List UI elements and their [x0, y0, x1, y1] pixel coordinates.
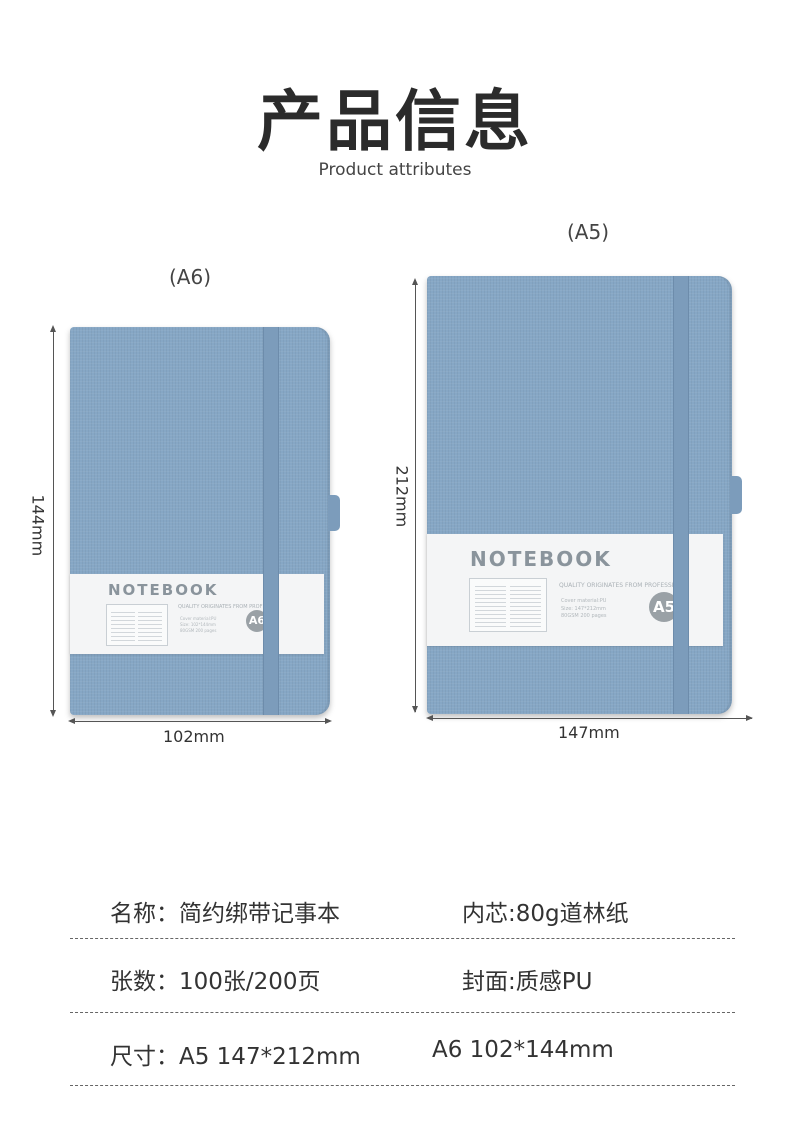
spec-inner-paper: 内芯:80g道林纸 — [462, 901, 629, 927]
a5-cover-meta-material: Cover material:PU — [561, 598, 607, 604]
a5-ruled-page-icon — [469, 578, 547, 632]
a5-cover-subtitle: QUALITY ORIGINATES FROM PROFESSI — [559, 582, 674, 589]
a6-height-arrow-up — [50, 325, 56, 332]
a5-width-arrow-right — [746, 715, 753, 721]
spec-cover-material: 封面:质感PU — [462, 969, 593, 995]
page-title: 产品信息 — [257, 83, 533, 160]
a5-notebook: NOTEBOOK QUALITY ORIGINATES FROM PROFESS… — [427, 276, 742, 714]
a5-width-dimension-line — [428, 718, 752, 719]
a6-cover-meta-pages: 80GSM 200 pages — [180, 628, 217, 633]
a5-size-label: (A5) — [566, 220, 609, 244]
a6-notebook: NOTEBOOK QUALITY ORIGINATES FROM PROFESS… — [70, 327, 340, 715]
spec-divider-2 — [70, 1012, 735, 1013]
spec-name: 名称：简约绑带记事本 — [110, 901, 340, 927]
a5-cover-meta-size: Size: 147*212mm — [561, 605, 606, 612]
a6-width-arrow-right — [325, 718, 332, 724]
a6-width-dimension-line — [70, 721, 330, 722]
a5-height-arrow-up — [412, 278, 418, 285]
a6-elastic-strap — [263, 327, 279, 715]
a6-cover-meta-size: Size: 102*144mm — [180, 622, 216, 627]
spec-size-a6: A6 102*144mm — [432, 1037, 614, 1063]
a6-size-badge: A6 — [246, 610, 268, 632]
a5-cover-meta-pages: 80GSM 200 pages — [561, 613, 607, 619]
a6-cover-subtitle: QUALITY ORIGINATES FROM PROFESSI — [178, 604, 274, 610]
spec-divider-3 — [70, 1085, 735, 1086]
a6-height-dimension-line — [53, 327, 54, 715]
a6-cover-title: NOTEBOOK — [108, 581, 219, 599]
a5-height-arrow-down — [412, 706, 418, 713]
a5-cover-meta: Cover material:PU Size: 147*212mm 80GSM … — [561, 598, 607, 621]
a6-pen-loop — [328, 495, 340, 531]
a6-width-arrow-left — [68, 718, 75, 724]
page-subtitle: Product attributes — [318, 160, 472, 180]
a6-cover-band: NOTEBOOK QUALITY ORIGINATES FROM PROFESS… — [70, 574, 324, 654]
a5-height-label: 212mm — [392, 465, 412, 528]
spec-sheet-count: 张数：100张/200页 — [110, 969, 321, 995]
a6-height-arrow-down — [50, 710, 56, 717]
a6-cover-meta-material: Cover material:PU — [180, 616, 217, 621]
a5-elastic-strap — [673, 276, 689, 714]
a6-cover-meta: Cover material:PU Size: 102*144mm 80GSM … — [180, 616, 216, 634]
a6-ruled-page-icon — [106, 604, 168, 646]
a5-pen-loop — [730, 476, 742, 514]
spec-divider-1 — [70, 938, 735, 939]
a5-cover-title: NOTEBOOK — [470, 547, 612, 571]
a6-size-label: (A6) — [168, 265, 211, 289]
a6-width-label: 102mm — [163, 727, 225, 746]
a5-width-label: 147mm — [558, 723, 620, 742]
a5-width-arrow-left — [426, 715, 433, 721]
a5-height-dimension-line — [415, 280, 416, 712]
spec-size-a5: 尺寸：A5 147*212mm — [110, 1044, 361, 1070]
a6-height-label: 144mm — [28, 494, 48, 557]
